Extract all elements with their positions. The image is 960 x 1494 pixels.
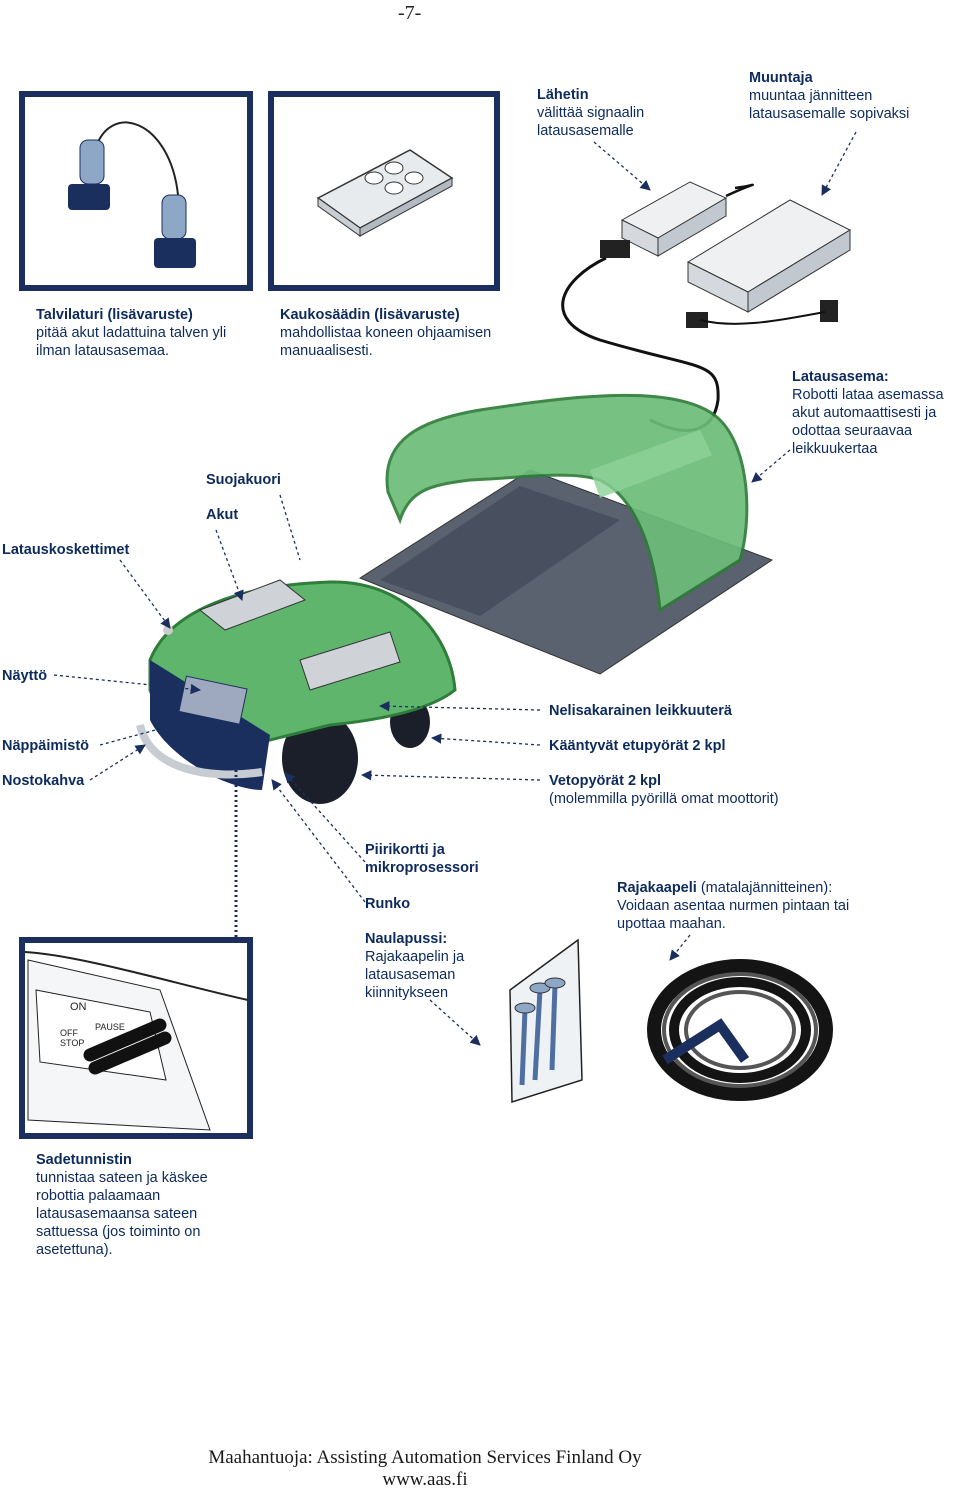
label-latausasema-title: Latausasema: <box>792 369 889 385</box>
label-akut: Akut <box>206 507 239 523</box>
label-muuntaja: Muuntaja muuntaa jännitteen latausasemal… <box>749 69 939 123</box>
label-vetopyorat: Vetopyörät 2 kpl (molemmilla pyörillä om… <box>549 772 849 808</box>
page-number: -7- <box>398 2 422 24</box>
leader-lines <box>53 131 857 1046</box>
nail-bag-image <box>509 938 583 1104</box>
label-nappaimisto: Näppäimistö <box>2 738 90 754</box>
label-talvilaturi-text: pitää akut ladattuina talven yli ilman l… <box>36 325 227 359</box>
transformer-image <box>686 199 852 328</box>
robot-mower-image <box>136 579 457 804</box>
label-naytto: Näyttö <box>2 668 48 684</box>
winter-charger-image <box>19 91 253 291</box>
footer-website: www.aas.fi <box>382 1469 468 1490</box>
transmitter-image <box>600 181 728 258</box>
label-leikkuutera: Nelisakarainen leikkuuterä <box>549 703 732 719</box>
label-sadetunnistin-title: Sadetunnistin <box>36 1152 132 1168</box>
label-rajakaapeli-title: Rajakaapeli <box>617 880 697 896</box>
label-rajakaapeli-text: Voidaan asentaa nurmen pintaan tai upott… <box>617 898 850 932</box>
label-latausasema-text: Robotti lataa asemassa akut automaattise… <box>792 387 944 457</box>
panel-pause-label: PAUSE <box>95 1022 125 1032</box>
label-lahetin: Lähetin välittää signaalin latausasemall… <box>537 86 677 140</box>
label-suojakuori: Suojakuori <box>206 472 281 488</box>
label-kaukosaadin-title: Kaukosäädin (lisävaruste) <box>280 307 460 323</box>
footer-importer: Maahantuoja: Assisting Automation Servic… <box>208 1447 642 1468</box>
label-vetopyorat-text: (molemmilla pyörillä omat moottorit) <box>549 791 779 807</box>
label-runko: Runko <box>365 896 411 912</box>
label-latauskoskettimet: Latauskoskettimet <box>2 542 130 558</box>
label-vetopyorat-title: Vetopyörät 2 kpl <box>549 773 662 789</box>
footer: Maahantuoja: Assisting Automation Servic… <box>0 1447 850 1491</box>
label-nostokahva: Nostokahva <box>2 773 85 789</box>
label-naulapussi-title: Naulapussi: <box>365 931 448 947</box>
rain-sensor-detail-image <box>19 937 253 1139</box>
label-talvilaturi-title: Talvilaturi (lisävaruste) <box>36 307 193 323</box>
label-muuntaja-text: muuntaa jännitteen latausasemalle sopiva… <box>749 88 910 122</box>
label-talvilaturi: Talvilaturi (lisävaruste) pitää akut lad… <box>36 306 246 360</box>
label-kaukosaadin-text: mahdollistaa koneen ohjaamisen manuaalis… <box>280 325 492 359</box>
label-naulapussi-text: Rajakaapelin ja latausaseman kiinnitykse… <box>365 949 465 1001</box>
label-latausasema: Latausasema: Robotti lataa asemassa akut… <box>792 368 957 458</box>
label-rajakaapeli-title-extra: (matalajännitteinen): <box>696 880 833 896</box>
label-sadetunnistin: Sadetunnistin tunnistaa sateen ja käskee… <box>36 1151 236 1259</box>
label-sadetunnistin-text: tunnistaa sateen ja käskee robottia pala… <box>36 1170 208 1258</box>
label-rajakaapeli: Rajakaapeli (matalajännitteinen): Voidaa… <box>617 879 877 933</box>
charging-station-image <box>358 393 774 675</box>
remote-control-image <box>268 91 500 291</box>
label-etupyorat: Kääntyvät etupyörät 2 kpl <box>549 738 726 754</box>
label-muuntaja-title: Muuntaja <box>749 70 813 86</box>
label-lahetin-text: välittää signaalin latausasemalle <box>537 105 645 139</box>
panel-on-label: ON <box>70 1001 87 1013</box>
label-naulapussi: Naulapussi: Rajakaapelin ja latausaseman… <box>365 930 490 1002</box>
label-piirikortti: Piirikortti ja mikroprosessori <box>365 842 479 876</box>
panel-off-stop-label: OFF STOP <box>60 1028 85 1048</box>
cable-coil-image <box>647 959 833 1101</box>
label-lahetin-title: Lähetin <box>537 87 589 103</box>
label-kaukosaadin: Kaukosäädin (lisävaruste) mahdollistaa k… <box>280 306 500 360</box>
